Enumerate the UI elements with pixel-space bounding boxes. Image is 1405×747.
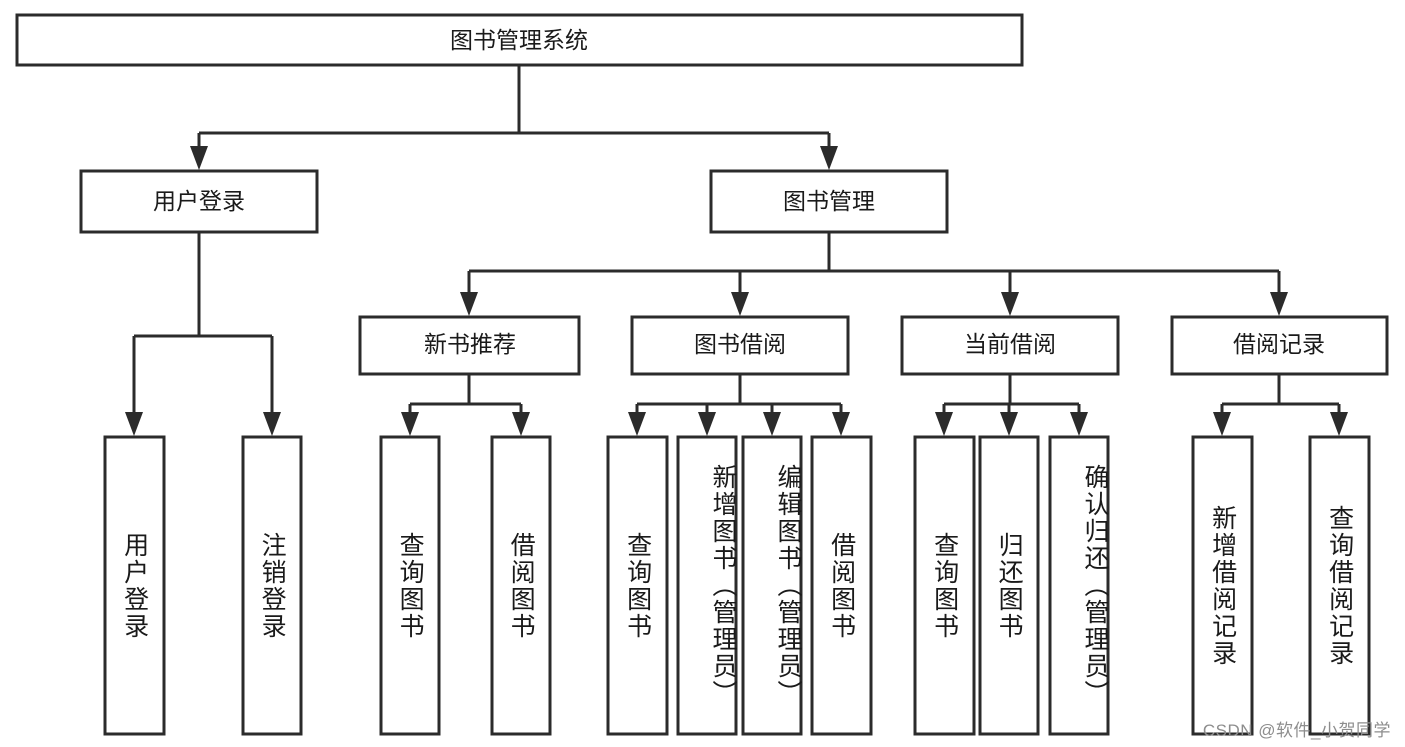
csdn-watermark: CSDN @软件_小贺同学: [1202, 721, 1391, 740]
arrow-user-login-leaf-2: [263, 412, 281, 436]
node-book-borrow[interactable]: [630, 315, 850, 376]
node-book-management-label: 图书管理: [783, 188, 875, 214]
leaf-book-borrow-4[interactable]: [810, 435, 873, 736]
arrow-current-borrow-leaf-2: [1000, 412, 1018, 436]
leaf-new-book-1[interactable]: [379, 435, 441, 736]
node-user-login[interactable]: [79, 169, 319, 234]
node-book-borrow-label: 图书借阅: [694, 331, 786, 357]
leaf-borrow-record-2[interactable]: [1308, 435, 1371, 736]
arrow-book-mgmt-to-book-borrow: [731, 292, 749, 316]
leaf-new-book-2[interactable]: [490, 435, 552, 736]
leaf-book-borrow-1[interactable]: [606, 435, 669, 736]
node-root-label: 图书管理系统: [450, 27, 588, 53]
node-borrow-record[interactable]: [1170, 315, 1389, 376]
arrow-book-mgmt-to-borrow-record: [1270, 292, 1288, 316]
leaf-user-login-2[interactable]: [241, 435, 303, 736]
leaf-current-borrow-3[interactable]: [1048, 435, 1110, 736]
node-current-borrow[interactable]: [900, 315, 1120, 376]
node-borrow-record-label: 借阅记录: [1233, 331, 1325, 357]
arrow-borrow-record-leaf-1: [1213, 412, 1231, 436]
arrow-root-to-book-mgmt: [820, 146, 838, 170]
arrow-book-borrow-leaf-2: [698, 412, 716, 436]
arrow-root-to-user-login: [190, 146, 208, 170]
node-new-book-recommend[interactable]: [358, 315, 581, 376]
arrow-current-borrow-leaf-3: [1070, 412, 1088, 436]
arrow-book-mgmt-to-new-book: [460, 292, 478, 316]
connector-layer: [125, 65, 1348, 436]
arrow-book-borrow-leaf-4: [832, 412, 850, 436]
arrow-current-borrow-leaf-1: [935, 412, 953, 436]
node-user-login-label: 用户登录: [153, 188, 245, 214]
arrow-user-login-leaf-1: [125, 412, 143, 436]
leaf-current-borrow-1[interactable]: [913, 435, 976, 736]
arrow-book-mgmt-to-current-borrow: [1001, 292, 1019, 316]
node-layer: 图书管理系统 用户登录 图书管理 新书推荐 图书借阅 当前借阅 借阅记录: [15, 13, 1389, 736]
arrow-new-book-leaf-1: [401, 412, 419, 436]
node-current-borrow-label: 当前借阅: [964, 331, 1056, 357]
arrow-book-borrow-leaf-3: [763, 412, 781, 436]
node-new-book-recommend-label: 新书推荐: [424, 331, 516, 357]
arrow-borrow-record-leaf-2: [1330, 412, 1348, 436]
leaf-book-borrow-3[interactable]: [741, 435, 803, 736]
arrow-book-borrow-leaf-1: [628, 412, 646, 436]
leaf-user-login-1[interactable]: [103, 435, 166, 736]
arrow-new-book-leaf-2: [512, 412, 530, 436]
node-book-management[interactable]: [709, 169, 949, 234]
leaf-borrow-record-1[interactable]: [1191, 435, 1254, 736]
leaf-current-borrow-2[interactable]: [978, 435, 1040, 736]
leaf-book-borrow-2[interactable]: [676, 435, 738, 736]
node-root[interactable]: [15, 13, 1024, 67]
